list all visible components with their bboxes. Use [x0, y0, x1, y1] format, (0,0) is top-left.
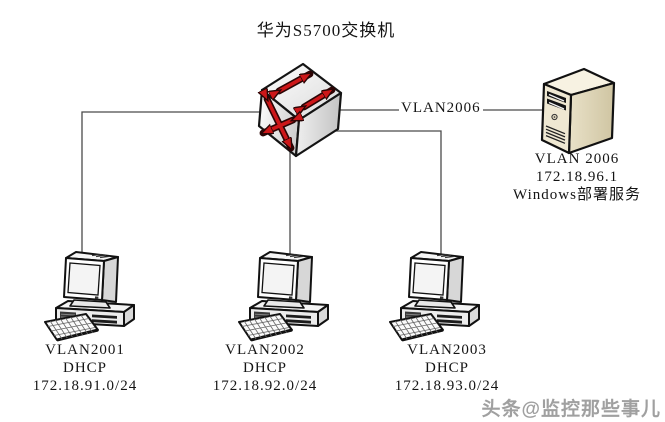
server-vlan: VLAN 2006: [534, 151, 620, 167]
pc3-subnet: 172.18.93.0/24: [394, 378, 500, 394]
pc2-vlan: VLAN2002: [225, 342, 305, 358]
server-label: VLAN 2006 172.18.96.1 Windows部署服务: [492, 150, 662, 204]
pc3-label: VLAN2003 DHCP 172.18.93.0/24: [367, 341, 527, 395]
watermark: 头条@监控那些事儿: [481, 399, 661, 420]
pc3-protocol: DHCP: [424, 360, 469, 376]
pc2-label: VLAN2002 DHCP 172.18.92.0/24: [185, 341, 345, 395]
pc1-label: VLAN2001 DHCP 172.18.91.0/24: [5, 341, 165, 395]
desktop-pc-icon-2: [238, 248, 334, 346]
pc2-subnet: 172.18.92.0/24: [212, 378, 318, 394]
link-label-vlan2006: VLAN2006: [399, 100, 483, 117]
pc1-subnet: 172.18.91.0/24: [32, 378, 138, 394]
server-tower-icon: [535, 64, 623, 158]
link-switch-pc3: [330, 130, 442, 264]
switch-icon: [250, 57, 346, 161]
server-service: Windows部署服务: [513, 187, 641, 203]
desktop-pc-icon-3: [389, 248, 485, 346]
switch-title: 华为S5700交换机: [256, 21, 396, 40]
link-switch-pc1: [81, 111, 278, 264]
pc3-vlan: VLAN2003: [407, 342, 487, 358]
desktop-pc-icon-1: [44, 248, 140, 346]
server-ip: 172.18.96.1: [535, 169, 619, 185]
pc1-vlan: VLAN2001: [45, 342, 125, 358]
pc1-protocol: DHCP: [62, 360, 107, 376]
pc2-protocol: DHCP: [242, 360, 287, 376]
